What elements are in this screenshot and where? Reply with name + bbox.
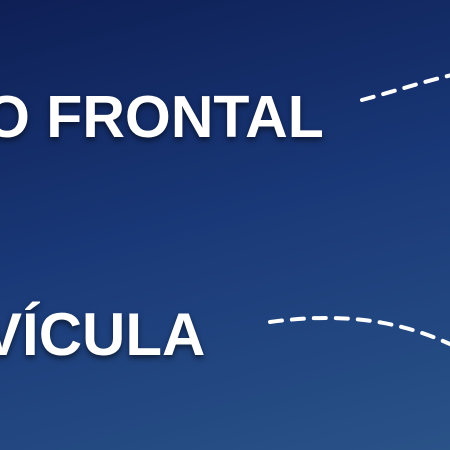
leader-line-top (360, 73, 450, 102)
leader-line-bottom (268, 315, 450, 347)
anatomy-label-frontal: O FRONTAL (0, 84, 324, 150)
anatomy-label-clavicula: VÍCULA (0, 301, 206, 368)
